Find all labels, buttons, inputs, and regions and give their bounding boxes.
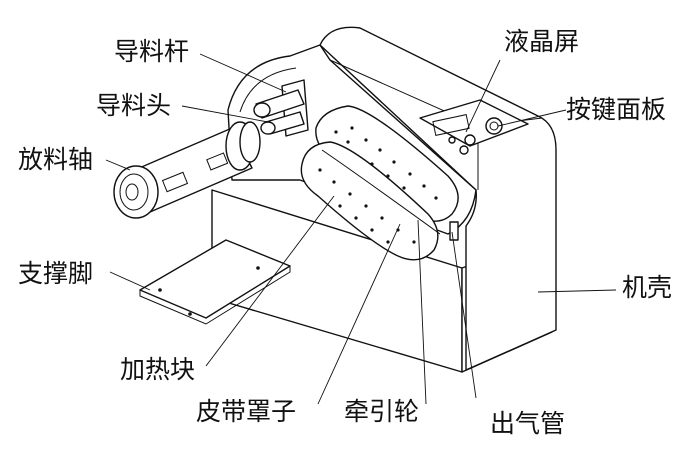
support-foot-tray [139,239,291,325]
control-panel [448,117,503,155]
guide-rod-assembly [253,79,309,137]
label-guide-head: 导料头 [96,91,171,120]
label-air-outlet: 出气管 [490,409,565,438]
belt-vent-holes [318,126,438,244]
belt-covers [300,105,459,261]
unwind-shaft [113,121,261,219]
label-support-foot: 支撑脚 [18,259,93,288]
air-outlet-pipe [449,221,459,241]
label-unwind-shaft: 放料轴 [18,145,93,174]
label-lcd-screen: 液晶屏 [504,27,579,56]
label-housing: 机壳 [622,273,672,302]
label-traction-wheel: 牵引轮 [344,397,419,426]
label-heating-block: 加热块 [120,355,195,384]
leader-lines [105,53,617,405]
label-guide-rod: 导料杆 [114,37,189,66]
label-belt-cover: 皮带罩子 [196,397,296,426]
label-key-panel: 按键面板 [566,95,666,124]
